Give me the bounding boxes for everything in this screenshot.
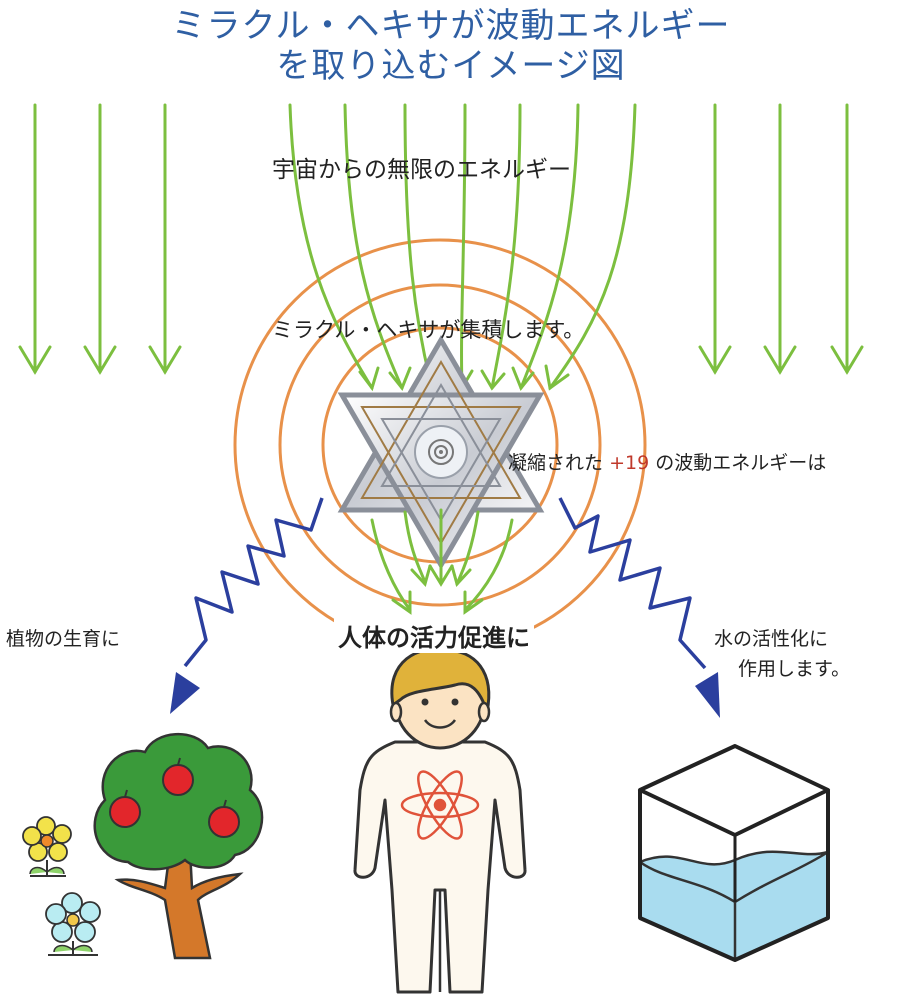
water-label-line-2: 作用します。	[738, 658, 851, 680]
right-wave-energy	[558, 497, 720, 718]
water-cube-icon	[638, 744, 830, 962]
flower-icon	[45, 892, 101, 956]
human-figure-icon	[353, 647, 527, 994]
atom-icon	[400, 770, 480, 840]
converging-energy-arrows	[288, 103, 637, 392]
water-label-line-1: 水の活性化に	[714, 628, 829, 650]
condensed-number: +19	[609, 452, 650, 474]
condensed-suffix: の波動エネルギーは	[655, 452, 827, 474]
flower-icon	[22, 816, 72, 877]
left-wave-energy	[170, 497, 324, 714]
downward-energy-arrows	[370, 508, 514, 615]
title-line-2: を取り込むイメージ図	[276, 46, 626, 86]
side-energy-arrows	[18, 103, 864, 375]
condensed-prefix: 凝縮された	[508, 452, 604, 474]
tree-icon	[93, 733, 264, 960]
condensed-energy-label: 凝縮された +19 の波動エネルギーは	[508, 448, 826, 475]
title-line-1: ミラクル・ヘキサが波動エネルギー	[171, 6, 731, 46]
plants-label: 植物の生育に	[6, 628, 121, 650]
cosmic-energy-label: 宇宙からの無限のエネルギー	[272, 157, 571, 183]
hexagram-icon	[337, 335, 545, 570]
accumulates-label: ミラクル・ヘキサが集積します。	[272, 318, 585, 342]
human-label: 人体の活力促進に	[334, 618, 534, 653]
